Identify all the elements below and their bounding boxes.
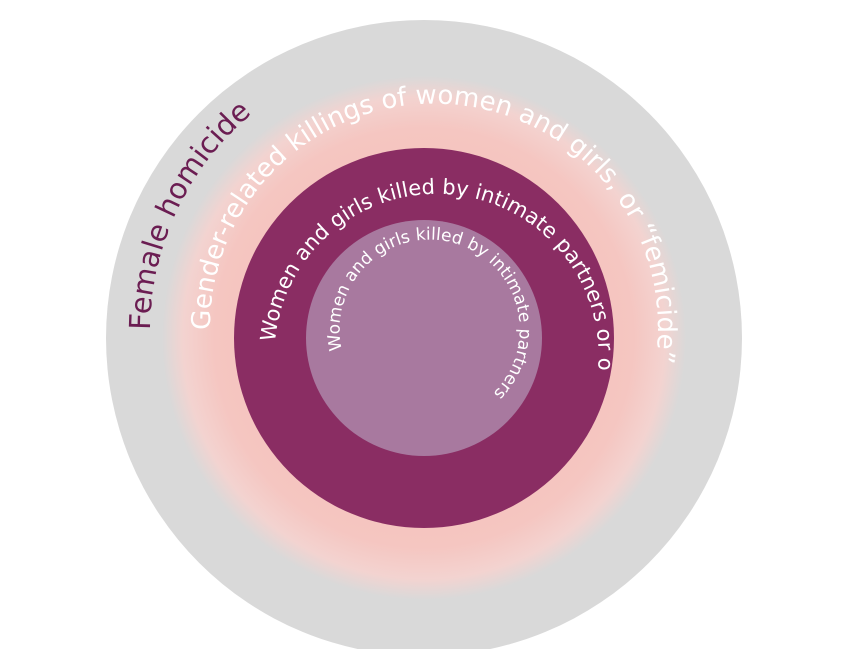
ring-intimate-partner-killings xyxy=(306,220,542,456)
